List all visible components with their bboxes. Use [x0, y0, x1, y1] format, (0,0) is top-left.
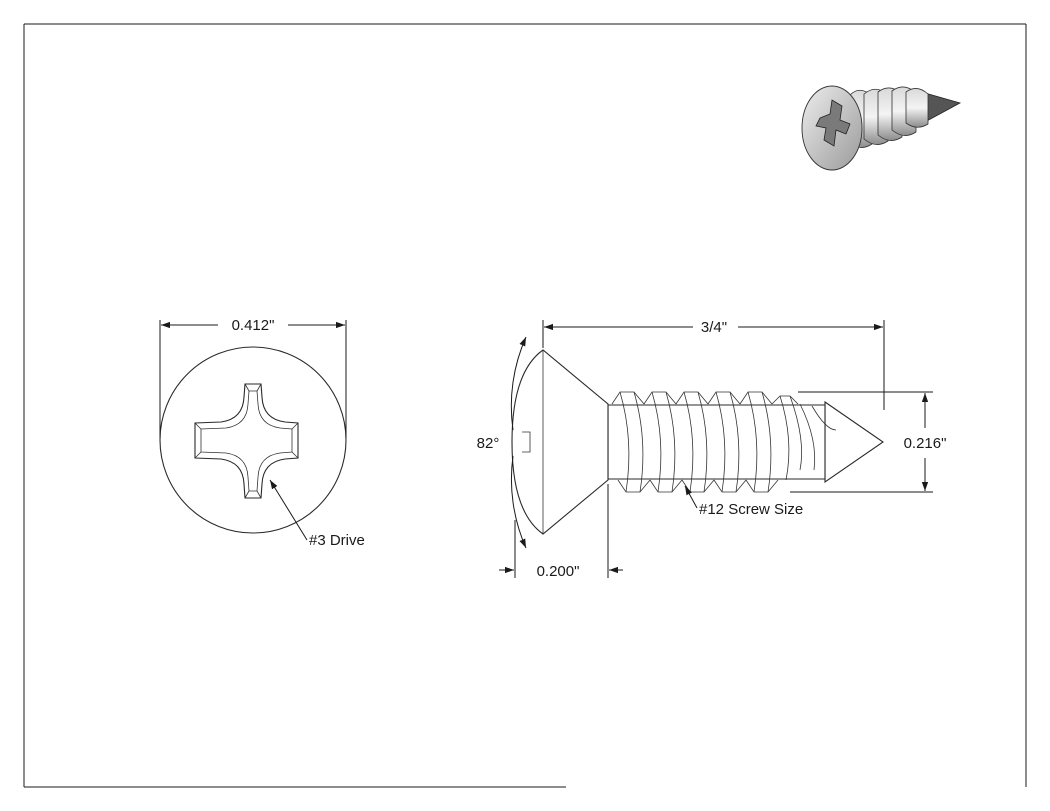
head-diameter-label: 0.412"	[232, 317, 275, 334]
thread-diameter-dimension: 0.216"	[790, 391, 947, 493]
isometric-screw-preview	[801, 85, 962, 171]
thread-diameter-label: 0.216"	[904, 435, 947, 452]
head-height-label: 0.200"	[537, 563, 580, 580]
drive-callout: #3 Drive	[269, 479, 365, 549]
screw-tip	[824, 400, 884, 484]
screw-side-view	[511, 349, 884, 535]
head-angle-label: 82°	[477, 435, 500, 452]
screw-size-callout: #12 Screw Size	[684, 485, 803, 518]
head-angle-dimension: 82°	[477, 336, 527, 549]
head-height-dimension: 0.200"	[499, 484, 623, 580]
length-label: 3/4"	[701, 319, 727, 336]
head-diameter-dimension: 0.412"	[159, 317, 347, 438]
length-dimension: 3/4"	[542, 319, 885, 410]
screw-head	[511, 349, 609, 535]
screw-shank	[607, 404, 826, 480]
thread-helix	[619, 391, 837, 493]
drive-callout-label: #3 Drive	[309, 532, 365, 549]
drawing-border	[23, 23, 1027, 788]
screw-size-label: #12 Screw Size	[699, 501, 803, 518]
head-front-view	[159, 346, 347, 534]
thread-flanks	[611, 391, 799, 493]
